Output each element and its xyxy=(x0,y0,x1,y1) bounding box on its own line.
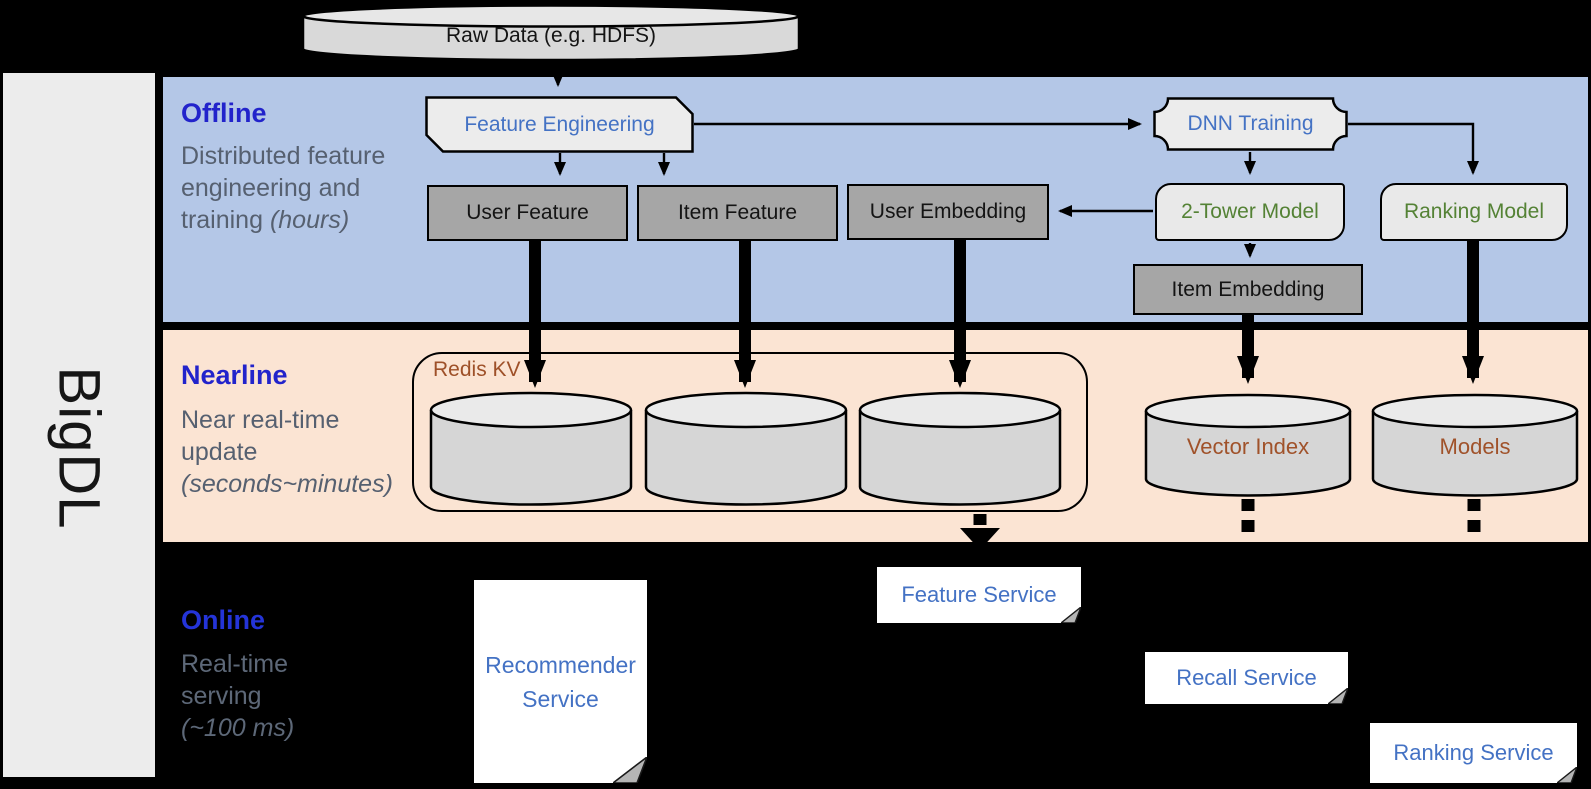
offline-desc-italic: (hours) xyxy=(269,206,350,234)
feature-service-paper xyxy=(877,567,1081,623)
nearline-desc-text: Near real-time update xyxy=(181,406,340,466)
online-desc-italic: (~100 ms) xyxy=(181,714,295,742)
vector-index-cylinder-icon xyxy=(1144,393,1352,497)
nearline-desc-italic: (seconds~minutes) xyxy=(181,470,393,498)
user-embedding-box: User Embedding xyxy=(847,184,1049,240)
recommender-service-label: Recommender Service xyxy=(485,651,636,712)
ranking-service-box: Ranking Service xyxy=(1370,723,1577,783)
bigdl-sidebar xyxy=(3,73,155,777)
online-desc-text: Real-time serving xyxy=(181,650,288,710)
folded-corner-icon xyxy=(613,757,647,783)
raw-data-cylinder-icon xyxy=(301,4,801,62)
folded-corner-icon xyxy=(1557,767,1577,783)
feature-service-box: Feature Service xyxy=(877,567,1081,623)
bigdl-logo-text: BigDL xyxy=(46,366,112,530)
online-title: Online xyxy=(181,605,266,635)
recommender-service-doc: Recommender Service xyxy=(474,580,647,783)
recall-service-paper xyxy=(1145,652,1348,704)
ranking-service-paper xyxy=(1370,723,1577,783)
offline-description: Distributed feature engineering and trai… xyxy=(181,140,393,236)
dnn-training-shape xyxy=(1153,97,1348,151)
item-embedding-box: Item Embedding xyxy=(1133,264,1363,315)
models-cylinder-icon xyxy=(1371,393,1579,497)
offline-title: Offline xyxy=(181,98,267,128)
item-feature-box: Item Feature xyxy=(637,185,838,241)
redis-kv-label: Redis KV xyxy=(433,358,521,381)
offline-desc-text: Distributed feature engineering and trai… xyxy=(181,142,386,234)
redis-cylinder-2-icon xyxy=(644,391,848,506)
feature-engineering-shape xyxy=(425,96,694,153)
nearline-title: Nearline xyxy=(181,360,288,390)
feature-service-label: Feature Service xyxy=(901,582,1057,607)
two-tower-model-box: 2-Tower Model xyxy=(1155,183,1345,241)
ranking-service-label: Ranking Service xyxy=(1393,740,1554,765)
ranking-model-box: Ranking Model xyxy=(1380,183,1568,241)
nearline-description: Near real-time update (seconds~minutes) xyxy=(181,404,395,500)
redis-cylinder-3-icon xyxy=(858,391,1062,506)
online-description: Real-time serving (~100 ms) xyxy=(181,648,331,744)
user-feature-box: User Feature xyxy=(427,185,628,241)
folded-corner-icon xyxy=(1061,607,1081,623)
recall-service-box: Recall Service xyxy=(1145,652,1348,704)
recall-service-label: Recall Service xyxy=(1176,665,1317,690)
redis-cylinder-1-icon xyxy=(429,391,633,506)
folded-corner-icon xyxy=(1328,688,1348,704)
recommender-service-paper xyxy=(474,580,647,783)
